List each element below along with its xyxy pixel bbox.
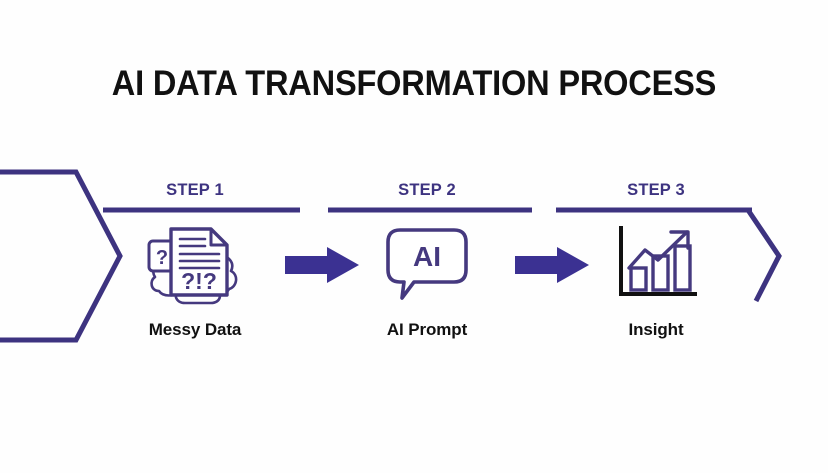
step-3-name: Insight — [628, 320, 684, 339]
step-1-name: Messy Data — [148, 320, 242, 339]
bar-2 — [651, 254, 670, 292]
document-confusion-text: ?!? — [181, 268, 217, 294]
ai-bubble-text: AI — [413, 241, 441, 272]
step-3-icon-wrap — [556, 224, 756, 304]
document-sheet: ?!? — [169, 227, 229, 297]
messy-document-icon: ? ?!? — [147, 227, 238, 305]
growth-bar-chart-icon — [619, 226, 697, 296]
step-1-icon-wrap: ? ?!? — [95, 224, 295, 305]
step-2-label: STEP 2 — [398, 181, 456, 199]
chevron-end-marker — [745, 208, 782, 303]
step-3-label: STEP 3 — [627, 181, 685, 199]
step-2-icon-wrap: AI — [327, 224, 527, 304]
step-column-2: STEP 2 AI AI Prompt — [327, 180, 527, 340]
hexagon-start-marker — [0, 169, 123, 343]
question-badge: ? — [147, 239, 177, 273]
trend-arrow — [627, 230, 690, 270]
ai-speech-bubble-icon: AI — [386, 228, 468, 300]
arrow-step2-to-step3 — [513, 245, 593, 290]
bar-3 — [673, 244, 692, 292]
bar-1 — [629, 266, 648, 292]
arrow-step1-to-step2 — [283, 245, 363, 290]
page-title: AI DATA TRANSFORMATION PROCESS — [111, 64, 717, 103]
step-2-name: AI Prompt — [386, 320, 468, 339]
step-column-1: STEP 1 ? — [95, 180, 295, 340]
question-badge-text: ? — [156, 247, 168, 269]
step-1-label: STEP 1 — [166, 181, 224, 199]
step-column-3: STEP 3 Insight — [556, 180, 756, 340]
